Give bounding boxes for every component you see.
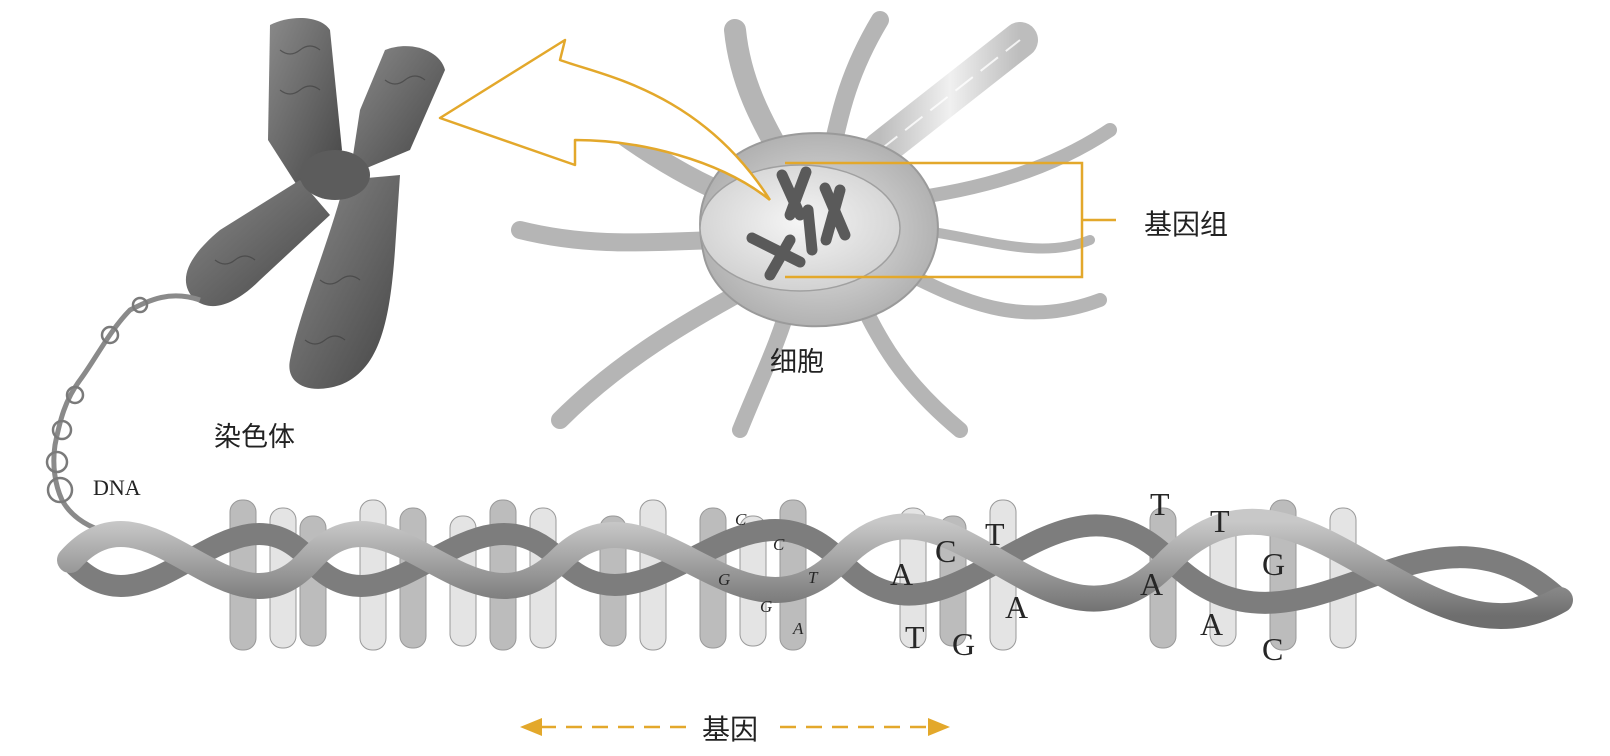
- base-letters-small: C C G G T A: [718, 510, 819, 638]
- base-letter: T: [1210, 503, 1230, 539]
- dna-label: DNA: [93, 475, 141, 500]
- zoom-arrow: [438, 38, 772, 201]
- gene-span-arrow: [520, 718, 950, 736]
- base-letter: C: [1262, 631, 1283, 667]
- base-letter: A: [792, 619, 804, 638]
- base-letter: A: [1140, 566, 1163, 602]
- base-letter: A: [1005, 589, 1028, 625]
- base-letter: C: [735, 510, 747, 529]
- genome-label: 基因组: [1144, 208, 1229, 241]
- cell-label: 细胞: [770, 347, 824, 378]
- base-letter: G: [760, 597, 772, 616]
- base-letter: T: [985, 516, 1005, 552]
- base-letter: G: [718, 570, 730, 589]
- base-letter: T: [905, 619, 925, 655]
- axon: [862, 22, 1038, 168]
- genome-bracket: [785, 161, 1116, 279]
- chromosome-label: 染色体: [214, 422, 295, 453]
- base-pair-rung: [899, 507, 927, 649]
- dna-strand-back: [59, 514, 1571, 614]
- base-letter: A: [1200, 606, 1223, 642]
- base-letter: G: [1262, 546, 1285, 582]
- dna-coil-loops: [45, 296, 149, 504]
- dna-strand-front: [57, 508, 1573, 629]
- base-letter: C: [773, 535, 785, 554]
- chromosome-illustration: [185, 18, 445, 389]
- base-letter: C: [935, 533, 956, 569]
- nucleus-chromosomes: [746, 166, 851, 281]
- gene-label: 基因: [702, 713, 759, 746]
- base-letter: A: [890, 556, 913, 592]
- base-letter: T: [808, 568, 819, 587]
- base-letter: T: [1150, 486, 1170, 522]
- nucleus: [699, 164, 901, 292]
- base-letter: G: [952, 626, 975, 662]
